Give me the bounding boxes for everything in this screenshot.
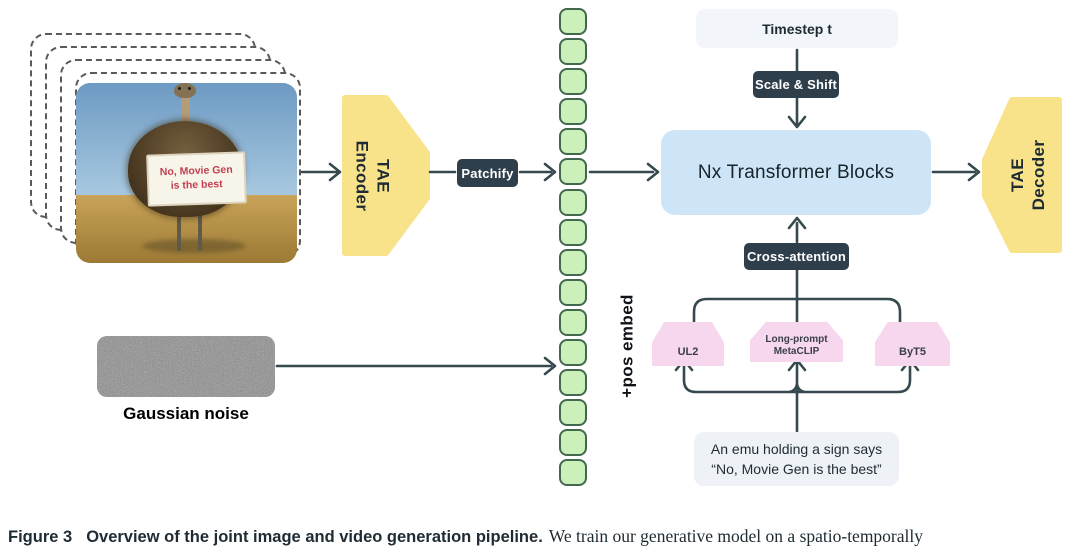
caption-body-text: We train our generative model on a spati… — [548, 526, 924, 546]
cross-attention-badge: Cross-attention — [744, 243, 849, 270]
latent-token — [559, 218, 587, 246]
patchify-badge: Patchify — [457, 159, 518, 187]
figure-number: Figure 3 — [8, 528, 73, 546]
text-encoder-byt5: ByT5 — [875, 322, 950, 366]
arrow-transformer-to-decoder — [931, 162, 981, 182]
arrow-stack-to-encoder — [300, 162, 342, 182]
emu-neck — [181, 93, 190, 145]
photo-sign: No, Movie Gen is the best — [146, 151, 247, 207]
text-encoder-metaclip: Long-prompt MetaCLIP — [750, 322, 843, 362]
arrow-patchify-to-tokens — [518, 162, 557, 182]
emu-photo: No, Movie Gen is the best — [76, 83, 297, 263]
gaussian-noise-label: Gaussian noise — [123, 404, 249, 423]
latent-token — [559, 248, 587, 276]
emu-head — [174, 83, 196, 98]
caption-bold-text: Overview of the joint image and video ge… — [86, 528, 543, 546]
latent-token — [559, 8, 587, 35]
timestep-box: Timestep t — [696, 9, 898, 48]
tae-decoder-label: TAE Decoder — [1007, 139, 1048, 211]
emu-eye — [188, 87, 191, 90]
latent-token — [559, 68, 587, 96]
emu-leg — [177, 211, 181, 251]
latent-token — [559, 158, 587, 186]
transformer-box: Nx Transformer Blocks — [661, 130, 931, 215]
prompt-box: An emu holding a sign says “No, Movie Ge… — [694, 432, 899, 486]
gaussian-noise-image — [97, 336, 275, 397]
latent-token — [559, 128, 587, 156]
emu-shadow — [142, 239, 246, 253]
latent-token — [559, 399, 587, 427]
latent-token — [559, 429, 587, 457]
emu-leg — [198, 211, 202, 251]
scale-shift-badge: Scale & Shift — [753, 71, 839, 98]
latent-token — [559, 459, 587, 487]
bracket-crossattn-to-encoders — [692, 268, 902, 324]
latent-token — [559, 278, 587, 306]
latent-token-column — [559, 8, 587, 487]
latent-token — [559, 369, 587, 397]
latent-token — [559, 98, 587, 126]
figure-caption: Figure 3 Overview of the joint image and … — [8, 526, 1078, 547]
emu-eye — [178, 87, 181, 90]
arrow-tokens-to-transformer — [588, 162, 660, 182]
text-encoder-ul2: UL2 — [652, 322, 724, 366]
latent-token — [559, 339, 587, 367]
noise-texture — [97, 336, 275, 397]
latent-token — [559, 308, 587, 336]
latent-token — [559, 188, 587, 216]
bracket-prompt-to-encoders — [674, 358, 920, 433]
latent-token — [559, 38, 587, 66]
arrow-noise-to-tokens — [275, 356, 557, 376]
tae-encoder-label: TAE Encoder — [352, 140, 393, 212]
pos-embed-label: +pos embed — [617, 294, 637, 398]
arrow-crossattn-to-transformer — [787, 216, 807, 244]
